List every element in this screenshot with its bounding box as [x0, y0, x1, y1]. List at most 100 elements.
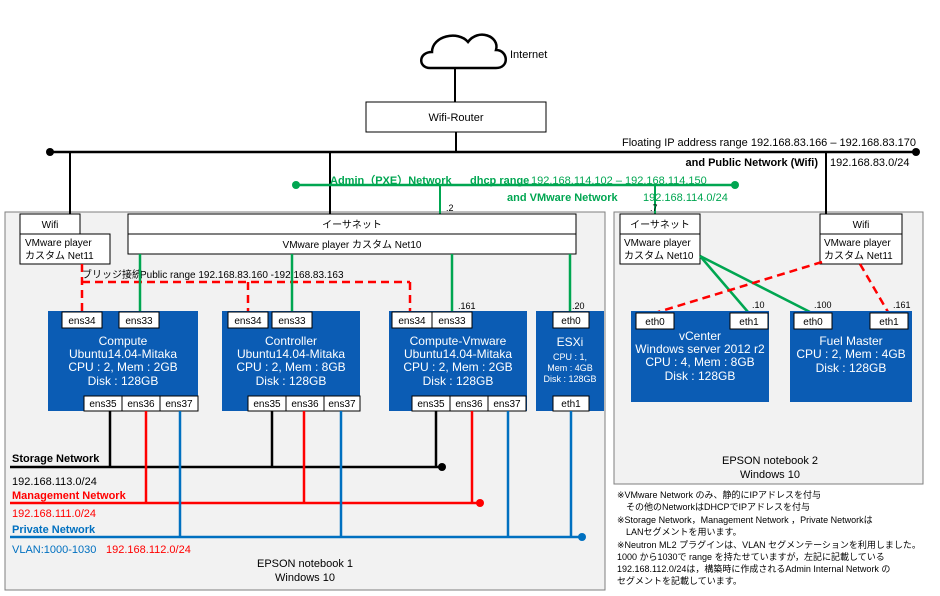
esxi-port-eth0-label: eth0 [561, 316, 581, 327]
nb2-os: Windows 10 [740, 469, 800, 481]
compute-port-ens34 [61, 311, 103, 329]
fuel-addr-a: .100 [814, 300, 832, 310]
nb1-admin-links [138, 254, 572, 312]
admin-dhcp-label: dhcp range [470, 175, 529, 187]
nb2-ethernet-label: イーサネット [630, 219, 690, 231]
note-line: その他のNetworkはDHCPでIPアドレスを付与 [617, 501, 810, 512]
vcenter-port-eth0-label: eth0 [645, 317, 665, 328]
private-network-name: Private Network [12, 524, 96, 536]
esxi-cpu: CPU : 1, [553, 352, 587, 362]
admin-bus-end-left [292, 181, 300, 189]
fuel-port-eth0 [793, 312, 833, 330]
esxi-port-eth1-label: eth1 [561, 399, 581, 410]
compute-vmware-cpu: CPU : 2, Mem : 2GB [403, 360, 512, 374]
fuel-port-eth1 [869, 312, 909, 330]
vcenter-addr: .10 [752, 300, 765, 310]
nb1-public-range: Public range 192.168.83.160 -192.168.83.… [140, 270, 344, 281]
admin-addr-nb2: .7 [650, 203, 658, 213]
public-network-subnet: 192.168.83.0/24 [830, 157, 910, 169]
vcenter-subtitle: Windows server 2012 r2 [635, 342, 765, 356]
nb2-vmnet11-line2: カスタム Net11 [824, 250, 893, 262]
storage-drops [108, 411, 438, 467]
private-drops [178, 411, 573, 537]
nb1-name: EPSON notebook 1 [257, 558, 353, 570]
management-bus-end [476, 499, 484, 507]
public-bus-end-right [912, 148, 920, 156]
note-line: ※Neutron ML2 プラグインは、VLAN セグメンテーションを利用しまし… [617, 539, 921, 550]
note-line: LANセグメントを用います。 [617, 526, 742, 537]
nb2-wifi-label: Wifi [853, 220, 870, 231]
compute-vmware-port-ens37-label: ens37 [493, 399, 521, 410]
vcenter-port-eth1-label: eth1 [739, 317, 759, 328]
cloud-icon [420, 33, 507, 70]
esxi-mem: Mem : 4GB [547, 363, 593, 373]
controller-cpu: CPU : 2, Mem : 8GB [236, 360, 345, 374]
controller-port-ens33 [271, 311, 313, 329]
controller-port-ens34 [227, 311, 269, 329]
compute-vmware-port-ens36-label: ens36 [455, 399, 483, 410]
compute-vmware-port-ens33-label: ens33 [438, 316, 466, 327]
admin-subnet: 192.168.114.0/24 [643, 192, 728, 204]
nb1-ethernet-label: イーサネット [322, 219, 382, 231]
fuel-addr-b: .161 [893, 300, 911, 310]
fuel-disk: Disk : 128GB [816, 361, 887, 375]
compute-port-ens33-label: ens33 [125, 316, 153, 327]
storage-network-name: Storage Network [12, 453, 100, 465]
nb1-wifi-label: Wifi [42, 220, 59, 231]
fuel-port-eth0-label: eth0 [803, 317, 823, 328]
note-line: セグメントを記載しています。 [617, 575, 742, 586]
compute-port-ens35-label: ens35 [89, 399, 117, 410]
nb2-vmnet10-line1: VMware player [624, 238, 691, 249]
fuel-cpu: CPU : 2, Mem : 4GB [796, 347, 905, 361]
wifi-router-label: Wifi-Router [428, 112, 483, 124]
vcenter-port-eth1 [729, 312, 769, 330]
compute-vmware-title: Compute-Vmware [410, 334, 507, 348]
nb2-vmnet10-box [619, 233, 701, 265]
nb2-bridge-dashed [657, 260, 890, 314]
fuel-port-eth1-label: eth1 [879, 317, 899, 328]
controller-port-ens35-label: ens35 [253, 399, 281, 410]
compute-subtitle: Ubuntu14.04-Mitaka [69, 347, 177, 361]
vcenter-title: vCenter [679, 329, 721, 343]
controller-port-ens37-label: ens37 [328, 399, 356, 410]
nb2-name: EPSON notebook 2 [722, 455, 818, 467]
nb2-vmnet11-box [819, 233, 903, 265]
compute-title: Compute [99, 334, 148, 348]
compute-vmware-port-ens33 [431, 311, 473, 329]
compute-vmware-port-ens35-label: ens35 [417, 399, 445, 410]
controller-port-ens33-label: ens33 [278, 316, 306, 327]
compute-vmware-port-ens34-label: ens34 [398, 316, 426, 327]
storage-bus-end [438, 463, 446, 471]
compute-vmware-subtitle: Ubuntu14.04-Mitaka [404, 347, 512, 361]
management-drops [144, 411, 474, 503]
nb1-bridge-label: ブリッジ接続 [82, 268, 142, 281]
admin-dhcp-range: 192.168.114.102 – 192.168.114.150 [531, 175, 707, 187]
private-network-subnet: 192.168.112.0/24 [106, 544, 191, 556]
nb2-vmnet10-line2: カスタム Net10 [624, 250, 694, 262]
esxi-port-eth0 [552, 311, 590, 329]
note-line: ※Storage Network，Management Network ，Pri… [617, 515, 873, 525]
admin-vmware-label: and VMware Network [507, 192, 619, 204]
internet-label: Internet [510, 49, 547, 61]
vcenter-cpu: CPU : 4, Mem : 8GB [645, 355, 754, 369]
admin-addr-nb1: .2 [446, 203, 454, 213]
nb1-vmnet11-line2: カスタム Net11 [25, 250, 94, 262]
compute-vmware-disk: Disk : 128GB [423, 374, 494, 388]
nb1-vmnet11-box [19, 233, 111, 265]
esxi-disk: Disk : 128GB [543, 374, 596, 384]
admin-bus-end-right [731, 181, 739, 189]
nb1-vmnet10-box [127, 233, 577, 255]
fuel-title: Fuel Master [819, 334, 882, 348]
compute-vmware-addr: .161 [458, 301, 476, 311]
storage-network-subnet: 192.168.113.0/24 [12, 476, 97, 488]
note-line: 1000 から1030で range を持たせていますが，左記に記載している [617, 551, 885, 562]
nb2-admin-links [699, 254, 811, 314]
note-line: 192.168.112.0/24は，構築時に作成されるAdmin Interna… [617, 563, 890, 574]
private-bus-end [578, 533, 586, 541]
nb1-bridge-dashed [80, 264, 412, 312]
controller-subtitle: Ubuntu14.04-Mitaka [237, 347, 345, 361]
note-line: ※VMware Network のみ、静的にIPアドレスを付与 [617, 489, 821, 500]
controller-port-ens34-label: ens34 [234, 316, 262, 327]
vcenter-port-eth0 [635, 312, 675, 330]
nb1-os: Windows 10 [275, 572, 335, 584]
